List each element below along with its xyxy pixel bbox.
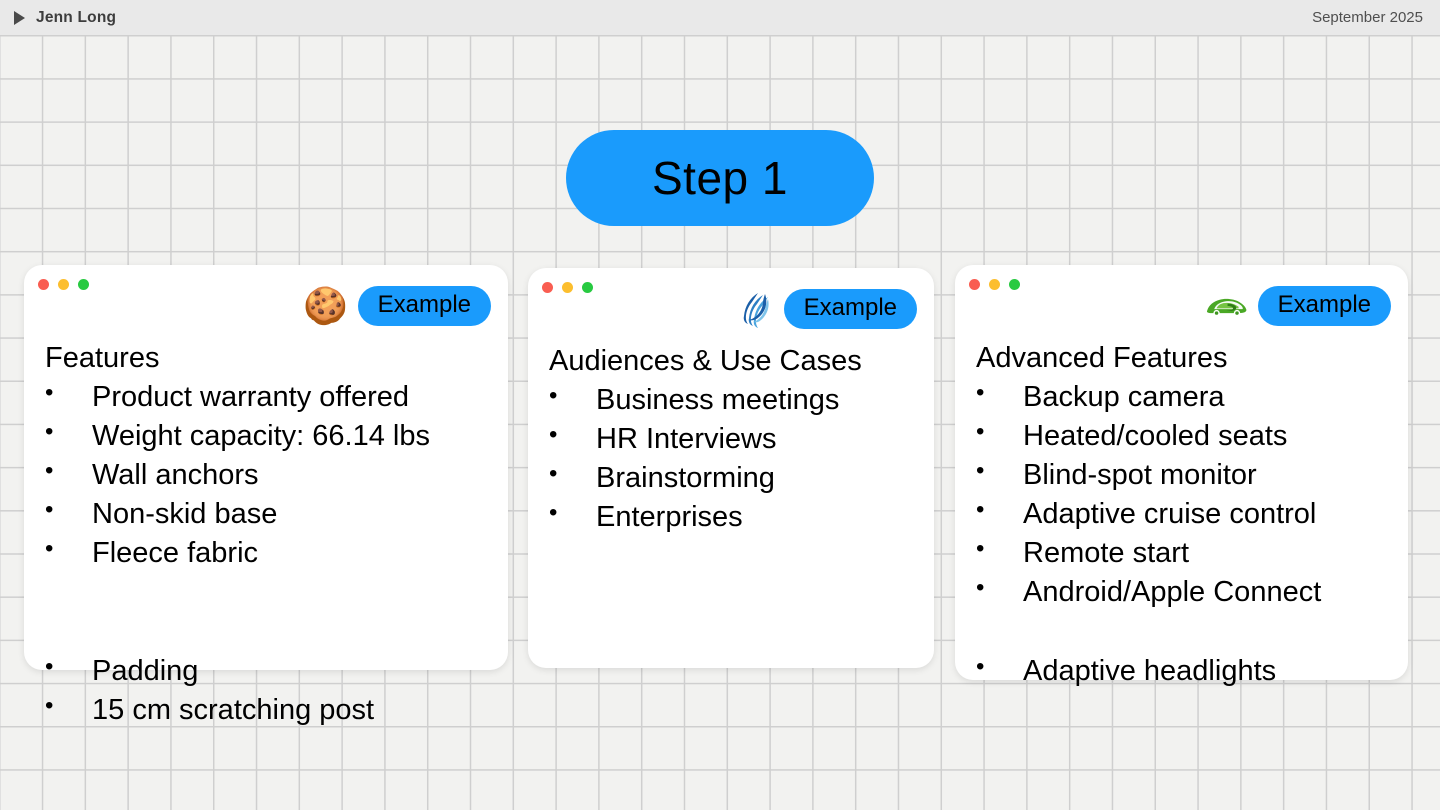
example-badge[interactable]: Example — [357, 286, 491, 326]
list-item: Adaptive cruise control — [976, 494, 1396, 534]
window-dots — [969, 279, 1020, 290]
author-name: Jenn Long — [36, 8, 117, 26]
list-item: Weight capacity: 66.14 lbs — [45, 416, 485, 456]
cookie-cat-icon: 🍪 — [303, 285, 349, 326]
list-item: HR Interviews — [549, 419, 919, 459]
card-advanced-features-overflow-text: Adaptive headlights — [976, 651, 1440, 691]
overflow-bullet-list: Padding 15 cm scratching post — [45, 651, 565, 730]
list-item: Non-skid base — [45, 494, 485, 534]
list-item: Blind-spot monitor — [976, 455, 1396, 495]
bullet-list: Product warranty offered Weight capacity… — [45, 377, 485, 573]
card-features-overflow-text: Padding 15 cm scratching post — [45, 651, 565, 730]
play-icon[interactable] — [14, 10, 25, 25]
card-features[interactable]: 🍪 Example Features Product warranty offe… — [24, 265, 508, 670]
step-pill[interactable]: Step 1 — [566, 130, 874, 226]
card-header: 🍪 Example — [303, 285, 491, 326]
list-item: Fleece fabric — [45, 533, 485, 573]
list-item: Backup camera — [976, 377, 1396, 417]
list-item: Brainstorming — [549, 458, 919, 498]
top-bar-left: Jenn Long — [14, 9, 116, 27]
card-body: Audiences & Use Cases Business meetings … — [549, 342, 919, 537]
list-item: Padding — [45, 651, 565, 691]
list-item: Product warranty offered — [45, 377, 485, 417]
window-dots — [542, 282, 593, 293]
bullet-list: Business meetings HR Interviews Brainsto… — [549, 380, 919, 537]
list-item: Wall anchors — [45, 455, 485, 495]
window-dot-yellow-icon[interactable] — [58, 279, 69, 290]
window-dot-yellow-icon[interactable] — [989, 279, 1000, 290]
card-header: Example — [1204, 286, 1391, 326]
window-dot-red-icon[interactable] — [969, 279, 980, 290]
blue-wave-icon — [730, 289, 774, 329]
list-item: 15 cm scratching post — [45, 690, 565, 730]
window-dot-green-icon[interactable] — [78, 279, 89, 290]
window-dots — [38, 279, 89, 290]
window-dot-red-icon[interactable] — [542, 282, 553, 293]
list-item: Android/Apple Connect — [976, 572, 1396, 612]
card-advanced-features[interactable]: Example Advanced Features Backup camera … — [955, 265, 1408, 680]
list-item: Business meetings — [549, 380, 919, 420]
top-bar: Jenn Long September 2025 — [0, 0, 1440, 35]
cookie-cat-glyph: 🍪 — [303, 285, 349, 326]
window-dot-green-icon[interactable] — [1009, 279, 1020, 290]
window-dot-red-icon[interactable] — [38, 279, 49, 290]
list-item: Heated/cooled seats — [976, 416, 1396, 456]
card-body: Advanced Features Backup camera Heated/c… — [976, 339, 1396, 612]
card-body: Features Product warranty offered Weight… — [45, 339, 485, 573]
date-label: September 2025 — [1312, 9, 1423, 26]
window-dot-yellow-icon[interactable] — [562, 282, 573, 293]
window-dot-green-icon[interactable] — [582, 282, 593, 293]
list-item: Adaptive headlights — [976, 651, 1440, 691]
overflow-bullet-list: Adaptive headlights — [976, 651, 1440, 691]
list-item: Enterprises — [549, 497, 919, 537]
card-audiences-use-cases[interactable]: Example Audiences & Use Cases Business m… — [528, 268, 934, 668]
example-badge[interactable]: Example — [783, 289, 917, 329]
example-badge[interactable]: Example — [1257, 286, 1391, 326]
card-title: Audiences & Use Cases — [549, 345, 862, 377]
green-car-icon — [1204, 286, 1248, 326]
card-title: Features — [45, 342, 160, 374]
list-item: Remote start — [976, 533, 1396, 573]
card-header: Example — [730, 289, 917, 329]
step-label: Step 1 — [652, 152, 788, 204]
bullet-list: Backup camera Heated/cooled seats Blind-… — [976, 377, 1396, 612]
card-title: Advanced Features — [976, 342, 1228, 374]
